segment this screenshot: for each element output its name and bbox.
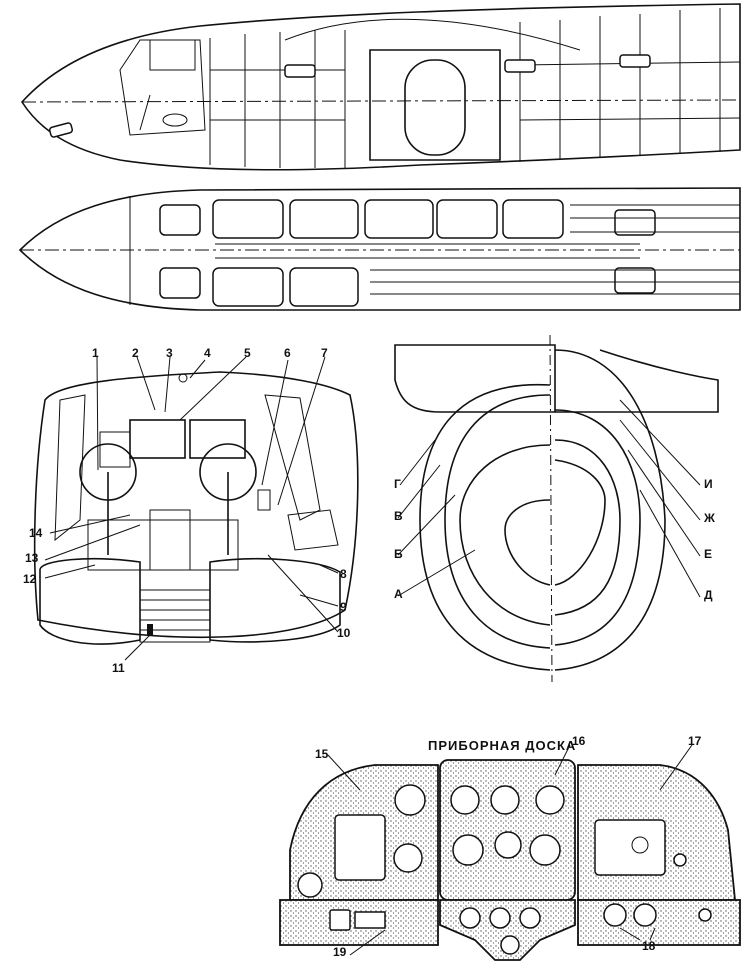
callout-16: 16 bbox=[572, 734, 586, 748]
callout-19: 19 bbox=[333, 945, 347, 959]
callout-5: 5 bbox=[244, 346, 251, 360]
callout-10: 10 bbox=[337, 626, 351, 640]
fuselage-side-view bbox=[20, 3, 741, 171]
section-letter-a: А bbox=[394, 587, 403, 601]
callout-17: 17 bbox=[688, 734, 702, 748]
fuselage-plan-view bbox=[18, 187, 741, 311]
callout-18: 18 bbox=[642, 939, 656, 953]
callout-12: 12 bbox=[23, 572, 37, 586]
section-letter-v: В bbox=[394, 509, 403, 523]
callout-6: 6 bbox=[284, 346, 291, 360]
section-letter-g: Г bbox=[394, 477, 401, 491]
cross-sections-view: Г В Б А И Ж Е Д bbox=[394, 334, 719, 683]
instrument-panel-view: ПРИБОРНАЯ ДОСКА bbox=[279, 734, 741, 961]
panel-title: ПРИБОРНАЯ ДОСКА bbox=[428, 738, 576, 753]
callout-15: 15 bbox=[315, 747, 329, 761]
callout-1: 1 bbox=[92, 346, 99, 360]
section-letter-d: Д bbox=[704, 588, 713, 602]
section-letter-e: Е bbox=[704, 547, 712, 561]
callout-9: 9 bbox=[340, 600, 347, 614]
section-letter-zh: Ж bbox=[703, 511, 715, 525]
callout-8: 8 bbox=[340, 567, 347, 581]
callout-11: 11 bbox=[112, 661, 125, 675]
cockpit-interior-view: 1 2 3 4 5 6 7 8 9 10 11 12 13 14 bbox=[23, 346, 359, 675]
callout-3: 3 bbox=[166, 346, 173, 360]
callout-13: 13 bbox=[25, 551, 39, 565]
section-letter-b: Б bbox=[394, 547, 403, 561]
callout-7: 7 bbox=[321, 346, 328, 360]
callout-14: 14 bbox=[29, 526, 43, 540]
callout-4: 4 bbox=[204, 346, 211, 360]
section-letter-i: И bbox=[704, 477, 713, 491]
callout-2: 2 bbox=[132, 346, 139, 360]
